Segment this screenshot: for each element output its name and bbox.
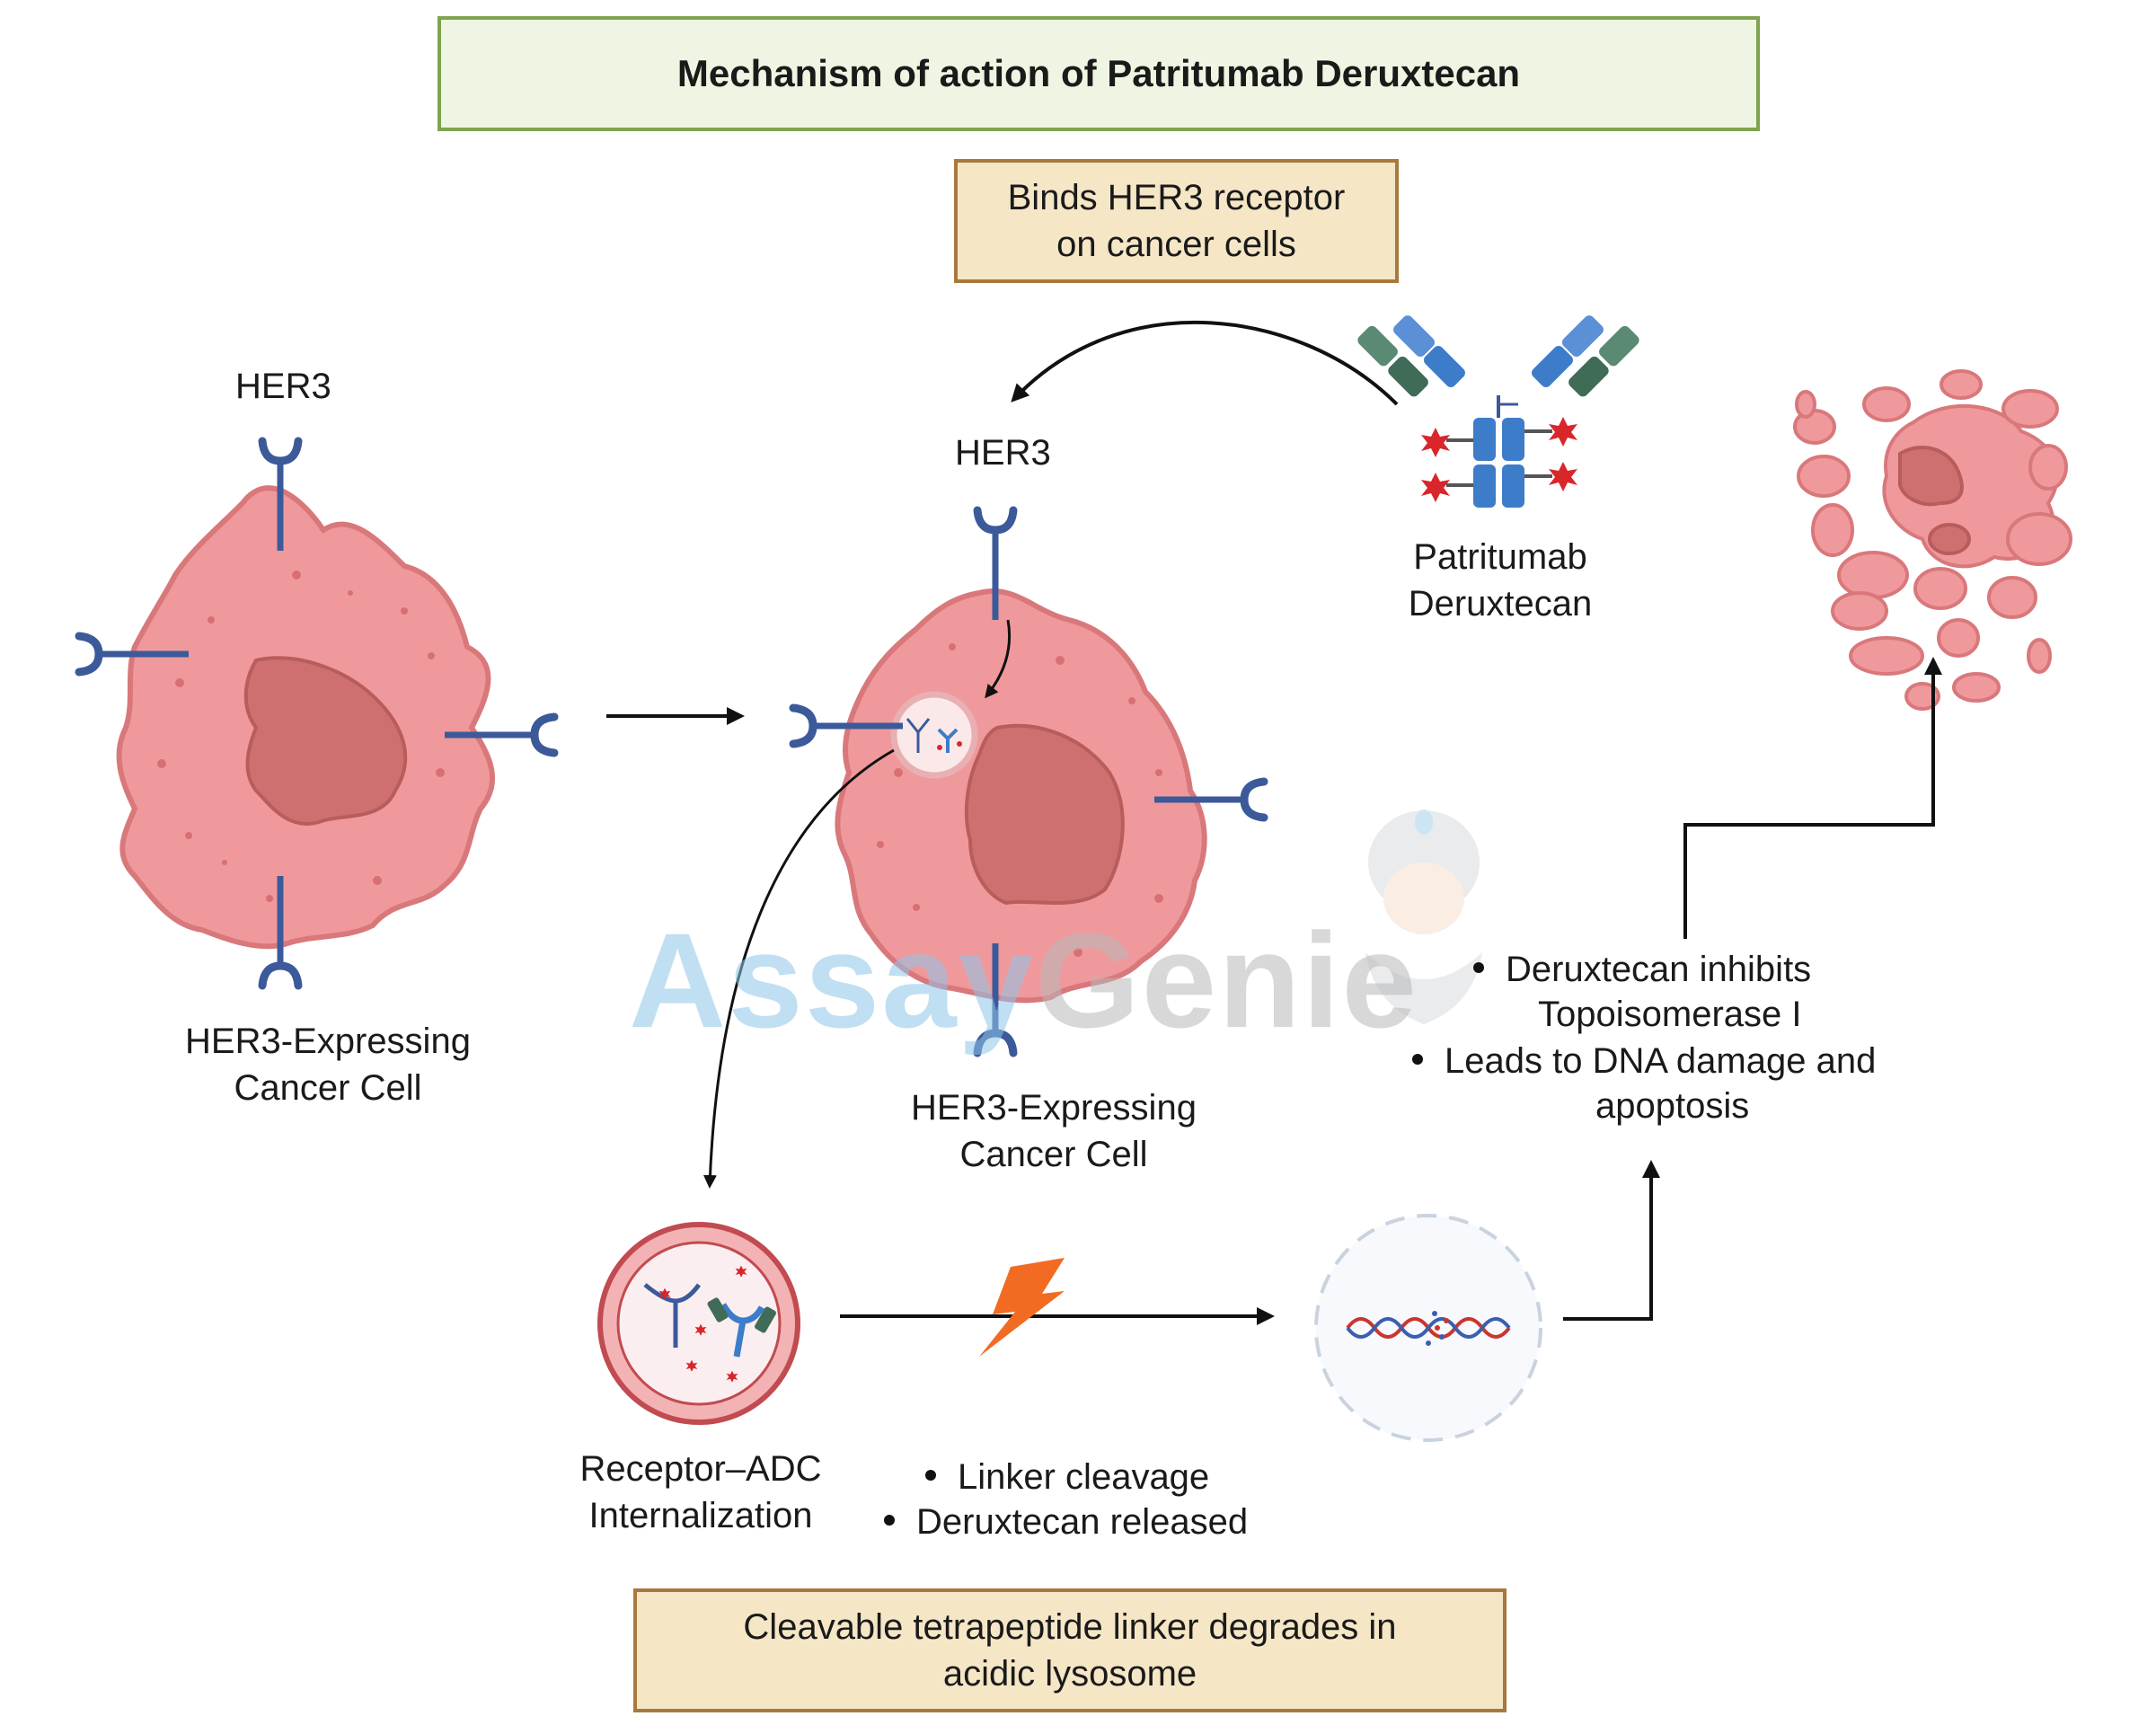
cleavage-bullet-1: Linker cleavage xyxy=(925,1454,1209,1500)
binds-her3-line2: on cancer cells xyxy=(1056,225,1296,264)
bullet-dot xyxy=(925,1470,936,1482)
binds-her3-line1: Binds HER3 receptor xyxy=(1007,178,1346,217)
effect-bullet-1: Deruxtecan inhibits xyxy=(1473,946,1811,993)
bullet-dot xyxy=(1473,962,1484,974)
lightning-icon xyxy=(979,1258,1065,1357)
cell-label-left-line1: HER3-Expressing xyxy=(185,1022,471,1061)
linker-box-line1: Cleavable tetrapeptide linker degrades i… xyxy=(743,1607,1397,1647)
internalization-line2: Internalization xyxy=(588,1496,813,1535)
drug-label-line2: Deruxtecan xyxy=(1408,584,1593,624)
cleavage-bullet-2: Deruxtecan released xyxy=(884,1499,1248,1545)
effect-bullet-1-line1: Deruxtecan inhibits xyxy=(1506,950,1812,989)
cell-label-left-line2: Cancer Cell xyxy=(234,1068,422,1108)
effect-bullet-2-line1: Leads to DNA damage and xyxy=(1445,1041,1877,1081)
effect-bullet-2: Leads to DNA damage and xyxy=(1412,1038,1876,1084)
cancer-cell-center xyxy=(835,588,1207,1004)
bullet-dot xyxy=(1412,1054,1423,1066)
lysosome-vesicle xyxy=(597,1222,800,1425)
cell-label-center-line1: HER3-Expressing xyxy=(911,1088,1197,1128)
arrow-antibody-to-her3 xyxy=(1011,320,1399,406)
binds-her3-box: Binds HER3 receptor on cancer cells xyxy=(954,159,1399,283)
dna-nucleus xyxy=(1314,1214,1542,1442)
linker-box-line2: acidic lysosome xyxy=(942,1654,1197,1694)
cleavage-bullet-1-text: Linker cleavage xyxy=(958,1457,1210,1497)
bullet-dot xyxy=(884,1515,895,1526)
arrow-effects-to-apoptosis xyxy=(1683,657,1942,939)
internalization-line1: Receptor–ADC xyxy=(579,1449,822,1489)
arrow-to-internalization xyxy=(702,748,895,1189)
effect-bullet-1-line2: Topoisomerase I xyxy=(1538,995,1802,1034)
cancer-cell-left xyxy=(116,485,496,950)
diagram-title: Mechanism of action of Patritumab Deruxt… xyxy=(437,16,1760,131)
apoptotic-cell xyxy=(1793,369,2072,711)
drug-label: Patritumab Deruxtecan xyxy=(1383,534,1617,627)
cell-label-left: HER3-Expressing Cancer Cell xyxy=(180,1018,476,1111)
cell-label-center: HER3-Expressing Cancer Cell xyxy=(906,1084,1202,1178)
internalization-label: Receptor–ADC Internalization xyxy=(566,1446,835,1539)
cleavage-bullet-2-text: Deruxtecan released xyxy=(916,1502,1249,1542)
arrow-binding-inside xyxy=(985,619,1012,699)
effect-bullet-2-line2: apoptosis xyxy=(1595,1086,1750,1126)
drug-label-line1: Patritumab xyxy=(1413,537,1587,577)
antibody-drug-conjugate xyxy=(1357,315,1639,508)
her3-label-left: HER3 xyxy=(235,367,331,406)
arrow-dna-to-effects xyxy=(1563,1160,1660,1321)
linker-degrades-box: Cleavable tetrapeptide linker degrades i… xyxy=(633,1588,1507,1712)
genie-logo-icon xyxy=(1365,809,1482,1024)
watermark-logo: AssayGenie xyxy=(629,903,1418,1058)
watermark-part2: Genie xyxy=(1035,905,1418,1056)
her3-label-center: HER3 xyxy=(955,433,1051,473)
cell-label-center-line2: Cancer Cell xyxy=(959,1135,1148,1174)
watermark-part1: Assay xyxy=(629,905,1036,1056)
